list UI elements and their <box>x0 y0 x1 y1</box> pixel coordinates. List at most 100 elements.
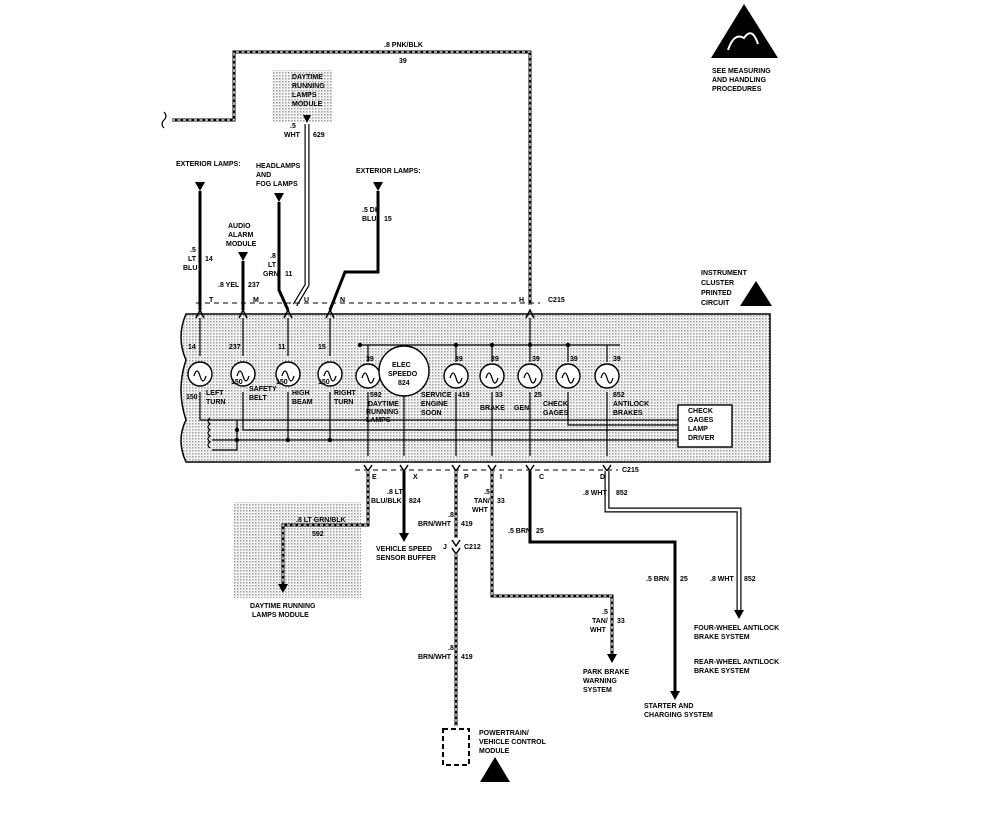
c215-bottom-label: C215 <box>622 467 639 474</box>
headlamps-g3: GRN <box>263 271 279 278</box>
abs-rear-1: REAR-WHEEL ANTILOCK <box>694 659 779 666</box>
elec-speedo: ELEC SPEEDO 824 <box>378 345 430 397</box>
drl-bottom-arrow-icon <box>278 584 288 593</box>
drl-top-arrow-icon <box>303 115 311 123</box>
pin-t: T <box>209 297 214 304</box>
pin-x: X <box>413 474 418 481</box>
speedo-line2: SPEEDO <box>388 371 418 378</box>
bulb-left-turn-label-1: LEFT <box>206 390 224 397</box>
drl-bottom-circuit: 592 <box>312 531 324 538</box>
gen-lower-circuit: 25 <box>680 576 688 583</box>
bulb-check-id: 39 <box>570 356 578 363</box>
vss-g2: BLU/BLK <box>371 498 402 505</box>
ext-right-g1: .5 DK <box>362 207 380 214</box>
ext-right-g2: BLU <box>362 216 376 223</box>
vss-circuit: 824 <box>409 498 421 505</box>
bulb-drl-label-2: RUNNING <box>366 409 399 416</box>
headlamps-g2: LT <box>268 262 277 269</box>
cg-driver-2: GAGES <box>688 417 714 424</box>
pin-e: E <box>372 474 377 481</box>
abs-arrow-icon <box>734 610 744 619</box>
drl-top-label-1: DAYTIME <box>292 74 323 81</box>
instrument-cluster: 14 150 LEFT TURN 237 150 SAFETY BELT 11 … <box>180 308 771 473</box>
cg-driver-4: DRIVER <box>688 435 714 442</box>
abs-four-2: BRAKE SYSTEM <box>694 634 750 641</box>
bulb-left-turn-num: 150 <box>186 394 198 401</box>
audio-alarm-gauge: .8 YEL <box>218 282 240 289</box>
bulb-drl-label-1: DAYTIME <box>368 401 399 408</box>
esd-note-line3: PROCEDURES <box>712 86 762 93</box>
abs-gauge: .8 WHT <box>583 490 607 497</box>
bulb-daytime-running: 39 592 DAYTIME RUNNING LAMPS <box>355 356 399 424</box>
bulb-right-turn-id: 15 <box>318 344 326 351</box>
bulb-safety-belt: 237 150 SAFETY BELT <box>229 344 277 402</box>
check-gages-driver: CHECK GAGES LAMP DRIVER <box>677 404 733 448</box>
park-g1: .5 <box>484 489 490 496</box>
pcm-dest-3: MODULE <box>479 748 510 755</box>
esd-note-line2: AND HANDLING <box>712 77 767 84</box>
top-wire-39: .8 PNK/BLK 39 <box>161 42 532 305</box>
bulb-left-turn: 14 150 LEFT TURN <box>186 344 225 406</box>
bulb-ses-label-3: SOON <box>421 410 442 417</box>
bulb-gen-id: 39 <box>532 356 540 363</box>
bulb-check-label-1: CHECK <box>543 401 568 408</box>
headlamps-circuit: 11 <box>285 271 293 278</box>
c212-pin: J <box>443 544 447 551</box>
bulb-left-turn-id: 14 <box>188 344 196 351</box>
bulb-gen: 39 25 GEN <box>514 356 543 412</box>
bulb-abs-id: 39 <box>613 356 621 363</box>
bulb-drl-id: 39 <box>366 356 374 363</box>
vss-dest-2: SENSOR BUFFER <box>376 555 436 562</box>
top-wire-circuit: 39 <box>399 58 407 65</box>
bulb-drl-label-3: LAMPS <box>366 417 391 424</box>
esd-note-line1: SEE MEASURING <box>712 68 771 75</box>
pin-p: P <box>464 474 469 481</box>
gen-lower-gauge: .5 BRN <box>646 576 669 583</box>
bulb-high-beam-label-1: HIGH <box>292 390 310 397</box>
bulb-safety-belt-label-2: BELT <box>249 395 267 402</box>
ext-lamps-left-label: EXTERIOR LAMPS: <box>176 161 241 168</box>
bulb-ses-id: 39 <box>455 356 463 363</box>
audio-alarm: AUDIO ALARM MODULE .8 YEL 237 <box>218 223 260 310</box>
wire-vss-824: .8 LT BLU/BLK 824 VEHICLE SPEED SENSOR B… <box>371 471 436 562</box>
pcm-lower-g2: BRN/WHT <box>418 654 452 661</box>
ipc-label-3: PRINTED <box>701 290 732 297</box>
ext-lamps-right-label: EXTERIOR LAMPS: <box>356 168 421 175</box>
ext-lamps-left-arrow-icon <box>195 182 205 191</box>
bulb-abs-label-2: BRAKES <box>613 410 643 417</box>
headlamps-label-3: FOG LAMPS <box>256 181 298 188</box>
bulb-service-engine: 39 419 SERVICE ENGINE SOON <box>421 356 470 417</box>
top-wire-gauge: .8 PNK/BLK <box>384 42 423 49</box>
pin-u: U <box>304 297 309 304</box>
park-lower-g2: TAN/ <box>592 618 608 625</box>
bulb-brake-label-1: BRAKE <box>480 405 505 412</box>
gen-dest-1: STARTER AND <box>644 703 693 710</box>
ext-left-g1: .5 <box>190 247 196 254</box>
c212-label: C212 <box>464 544 481 551</box>
pcm-circuit: 419 <box>461 521 473 528</box>
abs-four-1: FOUR-WHEEL ANTILOCK <box>694 625 779 632</box>
park-dest-3: SYSTEM <box>583 687 612 694</box>
park-lower-g3: WHT <box>590 627 607 634</box>
park-g2: TAN/ <box>474 498 490 505</box>
bulb-ses-label-2: ENGINE <box>421 401 448 408</box>
vss-arrow-icon <box>399 533 409 542</box>
gen-circuit: 25 <box>536 528 544 535</box>
internal-wiring <box>199 318 678 456</box>
c215-top-label: C215 <box>548 297 565 304</box>
bulb-ses-label-1: SERVICE <box>421 392 452 399</box>
bulb-right-turn-label-2: TURN <box>334 399 353 406</box>
pin-h: H <box>519 297 524 304</box>
pin-d: D <box>600 474 605 481</box>
bulb-antilock: 39 852 ANTILOCK BRAKES <box>594 356 649 417</box>
gen-dest-2: CHARGING SYSTEM <box>644 712 713 719</box>
audio-alarm-label-2: ALARM <box>228 232 253 239</box>
pin-n: N <box>340 297 345 304</box>
gen-gauge: .5 BRN <box>508 528 531 535</box>
drl-top-label-4: MODULE <box>292 101 323 108</box>
cg-driver-3: LAMP <box>688 426 708 433</box>
wire-abs-852: .8 WHT 852 .8 WHT 852 FOUR-WHEEL ANTILOC… <box>583 471 779 675</box>
ext-right-circuit: 15 <box>384 216 392 223</box>
bulb-brake: 39 33 BRAKE <box>479 356 505 412</box>
bulb-gen-label-1: GEN <box>514 405 529 412</box>
